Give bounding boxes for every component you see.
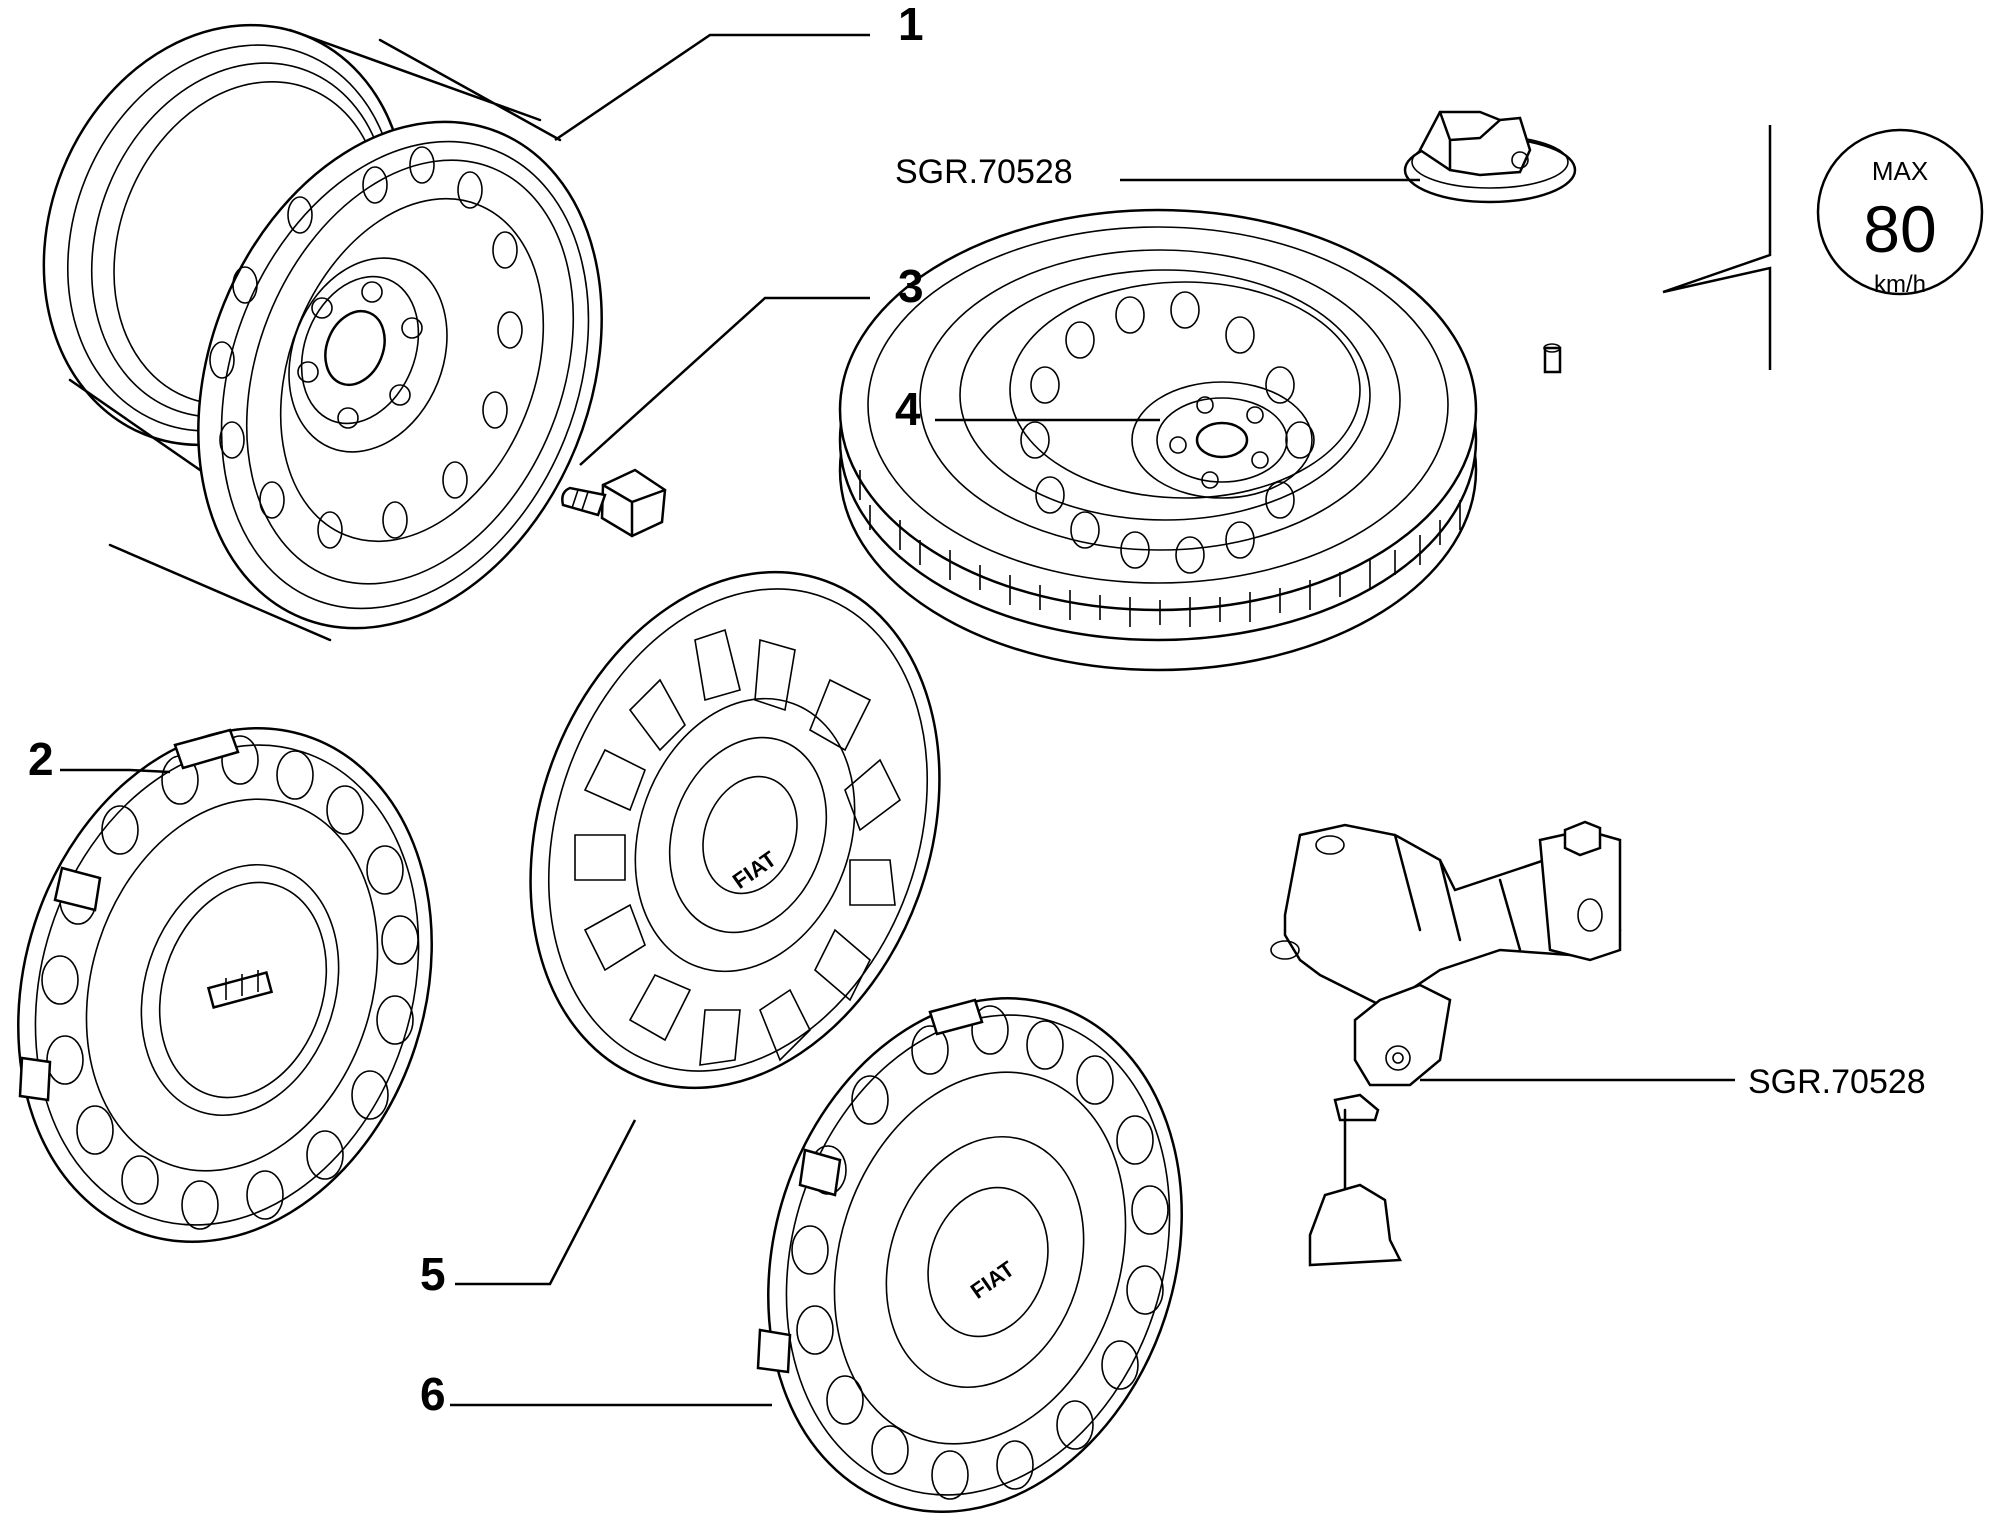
hubcap-slots: [791, 1005, 1169, 1500]
rim-vent-holes: [209, 146, 523, 549]
callout-5: 5: [420, 1248, 446, 1300]
callout-4: 4: [895, 383, 921, 435]
spoke-windows: [574, 628, 902, 1066]
callout-2: 2: [28, 733, 54, 785]
ref-bracket-code: SGR.70528: [1748, 1063, 1926, 1101]
speed-sign-pointer: [1662, 125, 1772, 370]
wheel-bolt: [561, 468, 667, 538]
callout-1: 1: [898, 0, 924, 50]
hubcap-spoked: FIAT: [529, 570, 941, 1090]
spare-wheel-lock-tool: [1403, 110, 1577, 204]
speed-sign-value: 80: [1863, 192, 1936, 266]
steel-wheel-rim: [42, 23, 603, 642]
callout-3: 3: [898, 260, 924, 312]
callout-6: 6: [420, 1368, 446, 1420]
tyre-tread-blocks: [859, 470, 1461, 627]
speed-sign-unit: km/h: [1874, 271, 1926, 298]
speed-sign-max: MAX: [1872, 156, 1928, 186]
hubcap-right: FIAT: [756, 997, 1183, 1513]
spare-vent-holes: [1020, 291, 1315, 574]
leader-lines: [60, 33, 1735, 1407]
ref-tool-code: SGR.70528: [895, 153, 1073, 191]
speed-limit-sign: MAX 80 km/h: [1816, 128, 1984, 298]
spare-wheel-bracket: [1270, 820, 1622, 1267]
spare-tyre: [838, 208, 1562, 672]
hubcap-left: [17, 727, 433, 1243]
